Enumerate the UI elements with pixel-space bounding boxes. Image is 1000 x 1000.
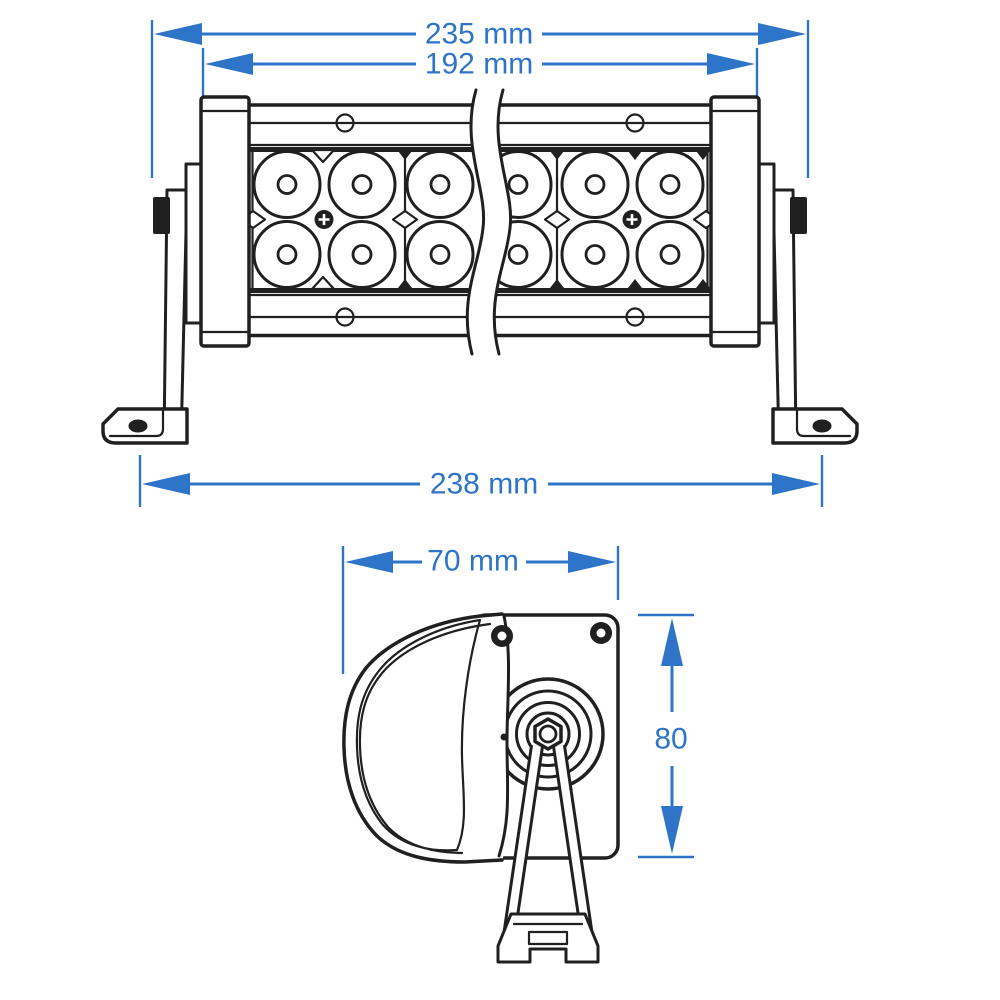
led-lens [405,150,475,219]
arrow-left-icon [205,53,253,75]
led-lens [327,220,397,289]
edge-nub [398,279,412,288]
arrow-down-icon [661,806,683,854]
led-lens [252,220,322,289]
side-bolt-holes [491,622,612,741]
arrow-right-icon [772,473,820,495]
edge-nub [628,279,642,288]
leg-right [555,745,592,944]
mounting-bracket-right [755,162,859,445]
dim-label-depth: 70 mm [427,545,519,578]
lens-outline [342,612,504,864]
side-bracket [496,717,600,964]
led-array [239,148,720,291]
dim-label-overall-width: 235 mm [425,18,533,51]
mounting-bracket-left [101,162,205,445]
edge-nub [628,151,642,160]
edge-nub [550,151,564,160]
bolt-hole-center [596,628,606,638]
mount-bolt [153,197,170,234]
dim-label-inner-width: 192 mm [425,48,533,81]
rail-screw [625,307,645,327]
front-view: 235 mm 192 mm [101,18,859,507]
hex-nut [533,717,563,751]
extension-lines-192 [201,48,759,96]
end-cap-body [709,95,761,348]
tick-lines-80 [638,613,694,859]
end-cap-body [199,95,251,348]
arrow-left-icon [154,23,202,45]
ring [525,711,571,757]
heat-sink-fins [355,618,482,852]
arrow-up-icon [661,618,683,666]
lens-front [341,612,511,864]
mount-bolt [790,197,807,234]
break-curve-left [465,88,486,356]
dim-label-mounting-width: 238 mm [430,468,538,501]
led-lens [635,220,705,289]
rail-screw [335,113,355,133]
edge-nub [398,151,412,160]
phillips-screw-icon [313,208,335,231]
bolt-hole-center [497,631,507,641]
lens-inner-line [358,622,492,855]
pivot-dot [500,733,508,741]
rail-screw [335,307,355,327]
end-cap-lips [199,109,251,334]
end-cap-left [199,95,251,348]
end-cap-right [709,95,761,348]
edge-triangle [310,275,336,291]
dimension-mounting-width: 238 mm [138,455,824,507]
led-lens [560,220,630,289]
ring [515,701,581,767]
dimension-height: 80 [638,613,694,859]
hex-nut-center [538,724,558,744]
led-lens [635,150,705,219]
break-lines [465,88,513,356]
edge-triangle [310,148,336,164]
foot-inner-line [108,409,165,438]
leg-left [504,745,541,944]
bracket-base-notch [527,930,569,946]
dimension-overall-width: 235 mm [150,18,810,178]
extension-lines-238 [138,455,824,507]
end-cap-lips [709,109,761,334]
side-view: 70 mm [341,545,694,964]
foot-inner-line [795,409,852,438]
arrow-left-icon [142,473,190,495]
extension-lines-235 [150,20,810,178]
rail-screw [625,113,645,133]
arrow-right-icon [707,53,755,75]
edge-nub [550,279,564,288]
arrow-left-icon [345,551,393,573]
led-lens [405,220,475,289]
dim-label-height: 80 [654,723,687,756]
arrow-right-icon [568,551,616,573]
break-mask [467,90,511,354]
break-curve-right [492,88,513,356]
bolt-hole [128,419,148,433]
led-lens [252,150,322,219]
bolt-hole [812,419,832,433]
divider-diamond [543,209,571,230]
led-lens [327,150,397,219]
dimension-depth: 70 mm [341,545,620,674]
lens-bezel-edge [497,614,511,858]
led-lens [560,150,630,219]
arrow-right-icon [758,23,806,45]
extension-lines-70 [341,546,620,674]
divider-diamond [391,209,419,230]
phillips-screw-icon [621,208,643,231]
dimension-inner-width: 192 mm [201,48,759,96]
